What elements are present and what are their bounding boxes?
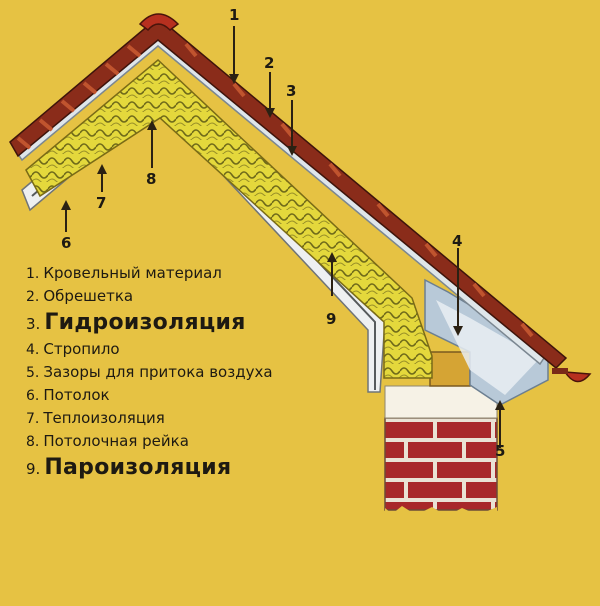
legend-text: Кровельный материал (43, 264, 222, 282)
brick-wall (384, 385, 498, 516)
legend-num: 1. (26, 266, 40, 282)
legend-num: 4. (26, 342, 40, 358)
legend-num: 2. (26, 289, 40, 305)
callout-6: 6 (61, 234, 72, 252)
legend-item-2: 2. Обрешетка (26, 287, 356, 305)
legend-num: 3. (26, 315, 41, 333)
callout-2: 2 (264, 54, 275, 72)
legend-num: 8. (26, 434, 40, 450)
legend-item-8: 8. Потолочная рейка (26, 432, 356, 450)
legend-num: 9. (26, 460, 41, 478)
legend-item-1: 1. Кровельный материал (26, 264, 356, 282)
legend-num: 5. (26, 365, 40, 381)
ridge-cap (138, 13, 180, 32)
legend-text: Пароизоляция (44, 455, 232, 480)
legend-num: 6. (26, 388, 40, 404)
legend-text: Потолочная рейка (43, 432, 189, 450)
legend-text: Зазоры для притока воздуха (43, 363, 273, 381)
legend-text: Теплоизоляция (43, 409, 165, 427)
callout-8: 8 (146, 170, 157, 188)
legend-item-3: 3. Гидроизоляция (26, 312, 356, 334)
legend-item-9: 9. Пароизоляция (26, 457, 356, 479)
legend-text: Обрешетка (43, 287, 134, 305)
gutter (552, 368, 592, 383)
callout-7: 7 (96, 194, 107, 212)
arrow-heads (61, 74, 505, 410)
leader-arrows (65, 26, 501, 448)
callout-3: 3 (286, 82, 297, 100)
legend-text: Стропило (43, 340, 120, 358)
insulation (25, 58, 433, 379)
legend: 1. Кровельный материал 2. Обрешетка 3. Г… (26, 266, 356, 479)
callout-1: 1 (229, 6, 240, 24)
callout-5: 5 (495, 442, 506, 460)
legend-text: Гидроизоляция (44, 310, 246, 335)
legend-text: Потолок (43, 386, 110, 404)
legend-item-4: 4. Стропило (26, 340, 356, 358)
legend-item-5: 5. Зазоры для притока воздуха (26, 363, 356, 381)
legend-item-7: 7. Теплоизоляция (26, 409, 356, 427)
callout-9: 9 (326, 310, 337, 328)
callout-4: 4 (452, 232, 463, 250)
legend-item-6: 6. Потолок (26, 386, 356, 404)
legend-num: 7. (26, 411, 40, 427)
